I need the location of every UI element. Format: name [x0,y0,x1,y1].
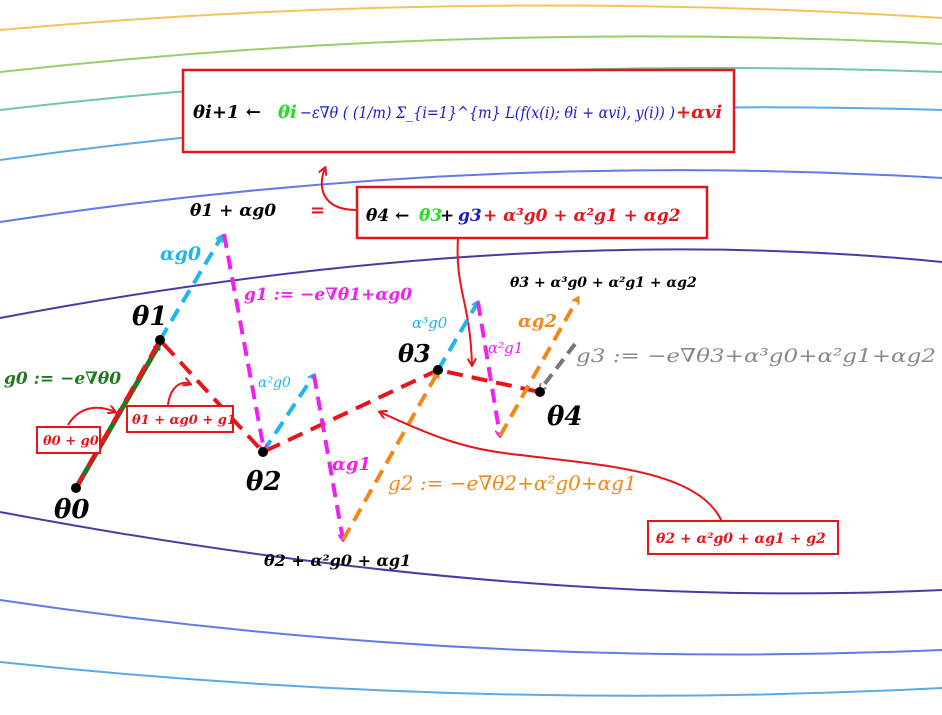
point-theta2 [258,447,268,457]
formula-momentum: +αvi [676,102,722,123]
point-theta3 [433,365,443,375]
box-theta0-g0 [36,426,101,454]
label-g3-def: g3 := −e∇θ3+α³g0+α²g1+αg2 [576,345,936,367]
link-arrow-to-theta4 [456,237,472,365]
equals-sign: = [310,200,325,221]
label-alpha-g1: αg1 [332,454,371,475]
formula-theta-i: θi [278,102,297,123]
formula-box [181,68,736,154]
alpha3-g0-arrow [436,302,480,372]
arrow-box2 [380,412,723,523]
label-alpha3-g0: α³g0 [412,314,448,332]
box-theta2-text: θ2 + α²g0 + αg1 + g2 [656,531,826,547]
point-theta4 [535,387,545,397]
box-theta1 [126,405,234,433]
update-rest: + α³g0 + α²g1 + αg2 [483,206,681,226]
update-g3: g3 [458,206,482,226]
box-theta1-text: θ1 + αg0 + g1 [132,413,236,428]
g3-arrow [540,342,577,390]
update-theta3: θ3 [419,206,442,226]
formula-lhs: θi+1 ← [193,102,261,123]
label-g0-def: g0 := −e∇θ0 [4,369,121,389]
link-arrow-to-formula [322,168,358,211]
label-alpha-g0: αg0 [160,243,201,265]
update-box [355,185,709,240]
label-theta3-plus: θ3 + α³g0 + α²g1 + αg2 [510,275,697,291]
label-alpha2-g1: α²g1 [488,339,523,357]
label-g2-def: g2 := −e∇θ2+α²g0+αg1 [388,471,637,495]
update-lhs: θ4 ← [366,206,409,226]
label-theta1: θ1 [132,302,167,332]
box-theta2 [647,520,839,555]
alpha2-g1-arrow [476,301,500,436]
contour-lines [0,4,942,697]
arrow-box1 [167,383,190,406]
label-theta2-plus: θ2 + α²g0 + αg1 [264,551,411,570]
formula-text: θi+1 ← θi −ε∇θ ( (1/m) Σ_{i=1}^{m} L(f(x… [193,102,722,123]
label-g1-def: g1 := −e∇θ1+αg0 [244,285,412,305]
update-plus: + [440,206,454,226]
formula-gradient: −ε∇θ ( (1/m) Σ_{i=1}^{m} L(f(x(i); θi + … [300,103,675,122]
alpha-g1-arrow [312,374,343,540]
label-alpha-g2: αg2 [518,311,557,332]
alpha-g0-arrow [158,236,224,342]
g1-arrow [222,233,264,450]
label-theta0: θ0 [54,495,89,525]
point-theta1 [155,335,165,345]
g2-arrow [341,372,440,541]
arrow-box0 [67,408,115,426]
box-theta0-g0-text: θ0 + g0 [43,434,99,449]
point-theta0 [71,483,81,493]
alpha-g2-arrow [498,298,580,437]
alpha2-g0-arrow [261,375,316,454]
label-theta4: θ4 [547,402,582,432]
label-theta1-plus: θ1 + αg0 [190,201,276,221]
update-text: θ4 ← θ3 + g3 + α³g0 + α²g1 + αg2 [366,206,681,226]
label-theta3: θ3 [398,339,431,368]
label-theta2: θ2 [246,467,281,497]
nesterov-path [74,336,541,489]
label-alpha2-g0: α²g0 [258,375,291,391]
